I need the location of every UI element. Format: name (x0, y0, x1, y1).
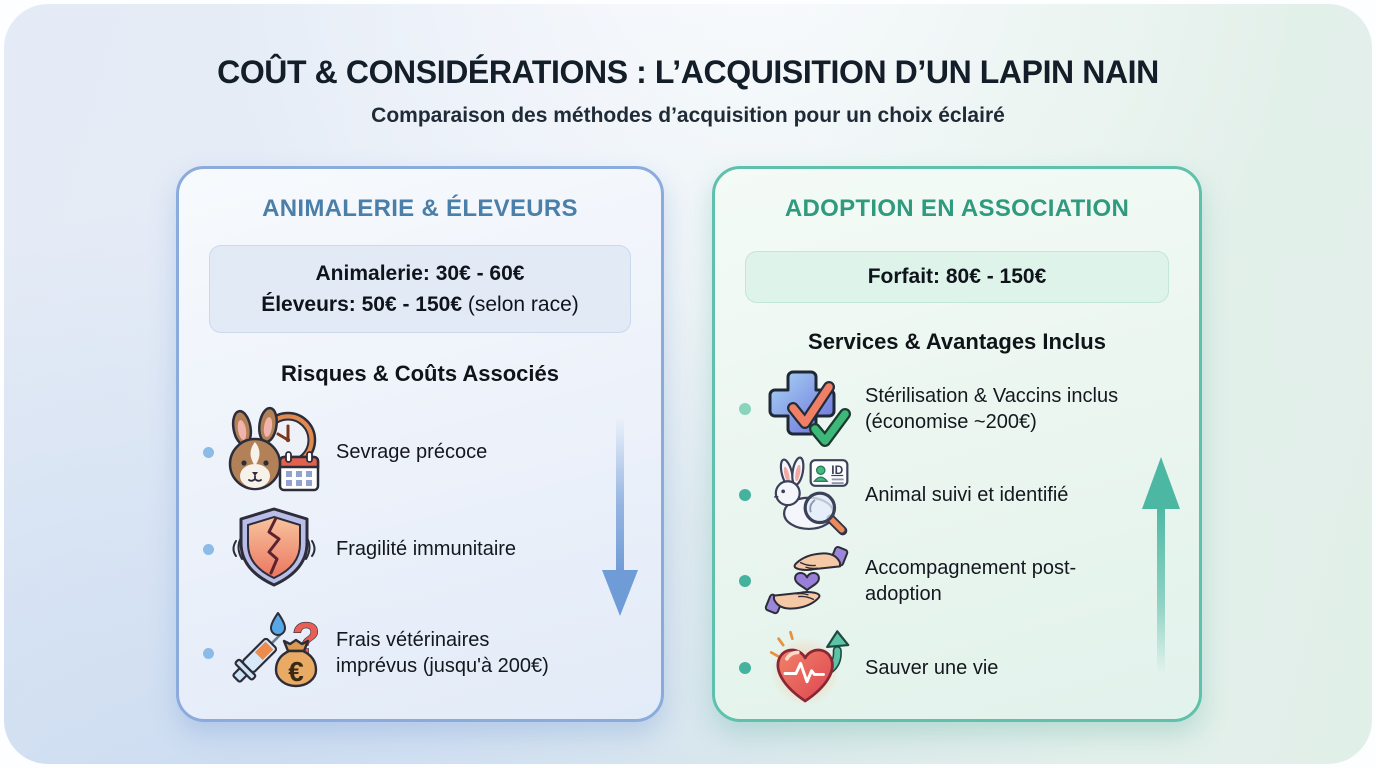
risk-label: Frais vétérinaires imprévus (jusqu'à 200… (336, 628, 549, 677)
bullet-dot (203, 543, 214, 555)
bullet-dot (739, 575, 751, 587)
right-card-title: ADOPTION EN ASSOCIATION (784, 195, 1130, 222)
price-line-animalerie: Animalerie: 30€ - 60€ (315, 261, 525, 285)
price-line-forfait: Forfait: 80€ - 150€ (867, 265, 1047, 289)
benefit-item-accompagnement: Accompagnement post-adoption (739, 537, 1139, 625)
risk-label: Fragilité immunitaire (336, 537, 517, 560)
pet-shop-breeders-card: ANIMALERIE & ÉLEVEURS Animalerie: 30€ - … (176, 166, 664, 722)
benefit-label: Sauver une vie (865, 656, 999, 679)
rabbit-id-card-magnifier-icon: ID (763, 452, 851, 538)
price-line-eleveurs: Éleveurs: 50€ - 150€ (selon race) (261, 293, 579, 316)
bullet-dot (203, 647, 214, 659)
bullet-dot (739, 403, 751, 415)
page-title: COÛT & CONSIDÉRATIONS : L’ACQUISITION D’… (217, 54, 1159, 90)
bullet-dot (203, 446, 214, 458)
bullet-dot (739, 489, 751, 501)
heart-pulse-up-arrow-icon (763, 625, 851, 711)
adoption-card: ADOPTION EN ASSOCIATION Forfait: 80€ - 1… (712, 166, 1202, 722)
benefit-item-identification: ID Animal suivi et identifié (739, 451, 1139, 539)
upward-trend-arrow (1139, 457, 1183, 682)
risk-item-frais-veterinaires: ? € Frais vétérinaires imprévus (jusqu'à… (203, 593, 603, 713)
svg-text:ID: ID (831, 463, 843, 477)
benefit-label: Accompagnement post-adoption (865, 556, 1077, 605)
benefit-item-sauver-une-vie: Sauver une vie (739, 624, 1139, 712)
hands-giving-heart-icon (763, 538, 851, 624)
benefit-label: Stérilisation & Vaccins inclus (économis… (865, 384, 1119, 433)
left-section-title: Risques & Coûts Associés (281, 361, 559, 386)
risk-label: Sevrage précoce (336, 440, 488, 463)
benefit-item-sterilisation: Stérilisation & Vaccins inclus (économis… (739, 365, 1139, 453)
page-subtitle: Comparaison des méthodes d’acquisition p… (371, 104, 1005, 127)
right-section-title: Services & Avantages Inclus (808, 329, 1106, 354)
benefit-label: Animal suivi et identifié (865, 483, 1069, 506)
risk-item-fragilite: Fragilité immunitaire (203, 503, 603, 595)
left-card-title: ANIMALERIE & ÉLEVEURS (262, 195, 578, 222)
left-price-box: Animalerie: 30€ - 60€ Éleveurs: 50€ - 15… (209, 245, 631, 333)
syringe-money-bag-question-icon: ? € (226, 607, 322, 699)
bullet-dot (739, 662, 751, 674)
right-price-box: Forfait: 80€ - 150€ (745, 251, 1169, 303)
downward-trend-arrow (598, 418, 642, 623)
svg-text:€: € (288, 656, 304, 687)
medical-cross-double-check-icon (763, 366, 851, 452)
risk-item-sevrage: Sevrage précoce (203, 406, 603, 498)
cracked-shield-icon (226, 503, 322, 595)
rabbit-clock-calendar-icon (226, 406, 322, 498)
